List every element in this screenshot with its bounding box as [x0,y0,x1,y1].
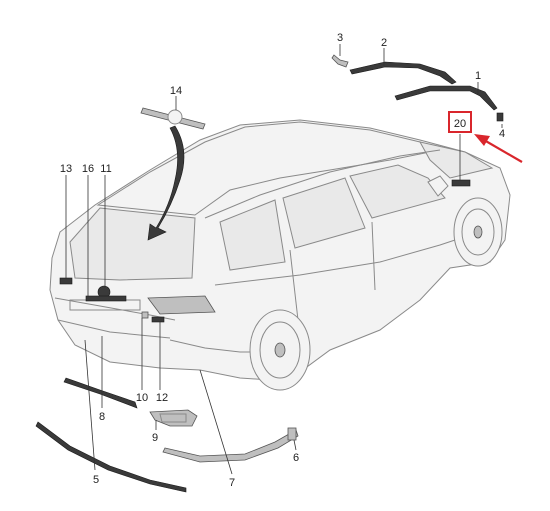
callout-16: 16 [82,163,94,175]
part-16-strip [85,295,127,302]
part-1-trim [394,85,498,111]
part-3-clip [331,54,349,68]
roof-rail [204,149,441,219]
side-window-rear [219,199,286,271]
callout-14: 14 [170,85,182,97]
part-12-badge [151,316,165,323]
callout-3: 3 [337,32,343,44]
callout-8: 8 [99,411,105,423]
side-window-middle [282,177,366,249]
door-line [214,234,471,286]
red-arrow-icon [474,134,523,163]
callout-11: 11 [100,163,111,175]
callout-9: 9 [152,432,158,444]
callout-4: 4 [499,128,505,140]
callout-5: 5 [93,474,99,486]
callout-20: 20 [454,118,466,130]
callout-2: 2 [381,37,387,49]
callout-12: 12 [156,392,168,404]
side-mirror [427,175,449,197]
rear-window [69,207,196,281]
part-13-badge [59,277,73,285]
part-6-clip [287,427,297,441]
callout-10: 10 [136,392,148,404]
part-2-trim [349,61,457,85]
part-10-clip [141,311,149,319]
part-14-arrow [147,125,185,241]
callout-6: 6 [293,452,299,464]
callout-13: 13 [60,163,72,175]
windshield [419,141,494,179]
callout-labels: 1 2 3 4 14 20 13 16 11 10 12 8 9 5 7 6 [60,32,505,489]
part-4-clip [496,112,504,122]
leader-lines [65,44,503,475]
parts [35,54,504,493]
callout-7: 7 [229,477,235,489]
part-20-badge [451,179,471,187]
part-8-strip [63,377,138,409]
part-7-strip [162,429,299,463]
car-illustration [49,119,511,391]
callout-1: 1 [475,70,481,82]
tail-light [147,295,216,315]
part-5-strip [35,421,187,493]
callout-20-highlight-box [448,111,472,133]
part-9-reflector [149,409,198,427]
